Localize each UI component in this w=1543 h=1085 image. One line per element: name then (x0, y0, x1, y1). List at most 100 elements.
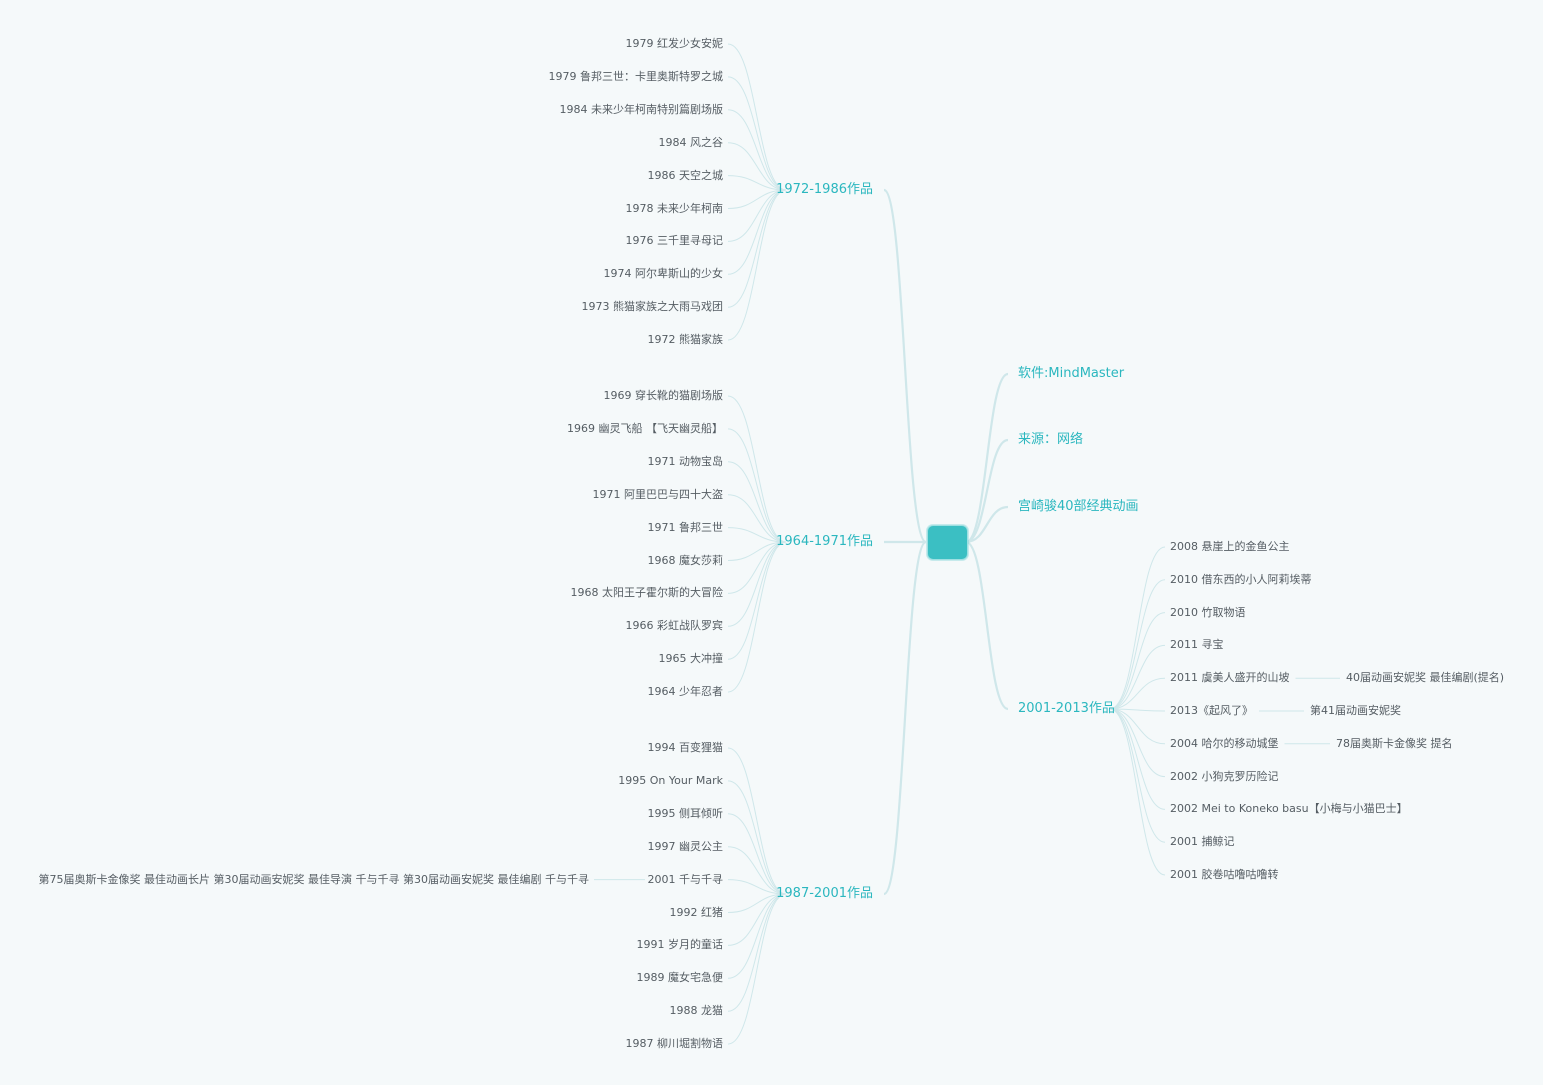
leaf-node[interactable]: 1969 穿长靴的猫剧场版 (603, 389, 724, 402)
leaf-node[interactable]: 1974 阿尔卑斯山的少女 (603, 267, 724, 281)
connector-line (727, 428, 787, 543)
leaf-node[interactable]: 2001 胶卷咕噜咕噜转 (1170, 868, 1279, 881)
connector-line (727, 541, 787, 693)
connector-line (1109, 708, 1166, 810)
connector-line (727, 846, 787, 895)
connector-line (727, 893, 787, 1045)
leaf-node[interactable]: 2010 借东西的小人阿莉埃蒂 (1170, 572, 1312, 586)
leaf-node[interactable]: 1964 少年忍者 (647, 685, 724, 699)
leaf-node[interactable]: 1972 熊猫家族 (647, 333, 724, 347)
leaf-node[interactable]: 1995 On Your Mark (618, 773, 723, 787)
branch-node[interactable]: 软件:MindMaster (1018, 366, 1125, 381)
leaf-node[interactable]: 1966 彩虹战队罗宾 (625, 619, 724, 633)
connector-line (727, 43, 787, 191)
connector-line (1109, 677, 1166, 710)
branch-node[interactable]: 1987-2001作品 (776, 886, 873, 901)
leaf-node[interactable]: 1992 红猪 (669, 905, 724, 919)
leaf-node[interactable]: 2008 悬崖上的金鱼公主 (1170, 540, 1290, 553)
note-node[interactable]: 第75届奥斯卡金像奖 最佳动画长片 第30届动画安妮奖 最佳导演 千与千寻 第3… (38, 872, 589, 886)
connector-line (727, 175, 787, 191)
connector-line (1109, 708, 1166, 712)
connector-line (727, 527, 787, 543)
connector-line (727, 893, 787, 946)
leaf-node[interactable]: 1968 魔女莎莉 (647, 553, 724, 567)
leaf-node[interactable]: 2001 捕鲸记 (1170, 835, 1235, 849)
leaf-node[interactable]: 1984 未来少年柯南特别篇剧场版 (559, 102, 724, 116)
connector-line (1109, 579, 1166, 710)
connector-line (727, 541, 787, 561)
leaf-node[interactable]: 1976 三千里寻母记 (625, 234, 724, 248)
connector-line (727, 189, 787, 209)
leaf-node[interactable]: 1986 天空之城 (647, 168, 724, 182)
connector-line (965, 438, 1009, 544)
connector-line (965, 372, 1009, 544)
leaf-node[interactable]: 2010 竹取物语 (1170, 605, 1246, 619)
leaf-node[interactable]: 2011 虞美人盛开的山坡 (1170, 671, 1290, 685)
connector-line (1109, 708, 1166, 745)
connector-line (1109, 546, 1166, 710)
leaf-node[interactable]: 1978 未来少年柯南 (625, 201, 724, 215)
connector-line (727, 893, 787, 913)
leaf-node[interactable]: 1997 幽灵公主 (647, 839, 724, 853)
leaf-node[interactable]: 1988 龙猫 (669, 1004, 724, 1018)
leaf-node[interactable]: 1995 侧耳倾听 (647, 806, 724, 820)
connector-line (1109, 612, 1166, 710)
leaf-node[interactable]: 1973 熊猫家族之大雨马戏团 (581, 300, 724, 314)
connector-line (727, 189, 787, 242)
connector-line (727, 189, 787, 308)
connector-line (727, 189, 787, 341)
leaf-node[interactable]: 1987 柳川堀割物语 (625, 1037, 724, 1051)
connector-line (727, 395, 787, 543)
leaf-node[interactable]: 2001 千与千寻 (647, 872, 724, 886)
leaf-node[interactable]: 1991 岁月的童话 (636, 938, 724, 952)
connector-line (727, 813, 787, 895)
connector-line (1109, 644, 1166, 710)
leaf-node[interactable]: 2002 小狗克罗历险记 (1170, 769, 1279, 783)
branch-node[interactable]: 来源：网络 (1018, 432, 1084, 447)
connector-line (727, 189, 787, 275)
leaf-node[interactable]: 1971 动物宝岛 (647, 454, 724, 468)
leaf-node[interactable]: 1969 幽灵飞船 【飞天幽灵船】 (567, 421, 723, 435)
leaf-node[interactable]: 2004 哈尔的移动城堡 (1170, 736, 1279, 750)
leaf-node[interactable]: 1968 太阳王子霍尔斯的大冒险 (570, 586, 724, 600)
connector-line (727, 893, 787, 1012)
connector-line (882, 188, 928, 544)
note-node[interactable]: 78届奥斯卡金像奖 提名 (1336, 736, 1453, 750)
connector-line (1109, 708, 1166, 843)
branch-node[interactable]: 2001-2013作品 (1018, 701, 1115, 716)
leaf-node[interactable]: 1979 红发少女安妮 (625, 37, 724, 50)
connector-line (882, 540, 928, 896)
connector-line (727, 780, 787, 895)
root-node[interactable] (927, 525, 968, 560)
branch-node[interactable]: 宫崎骏40部经典动画 (1018, 499, 1139, 514)
leaf-node[interactable]: 1979 鲁邦三世：卡里奥斯特罗之城 (548, 69, 724, 83)
connector-line (727, 494, 787, 543)
note-node[interactable]: 第41届动画安妮奖 (1310, 704, 1401, 717)
connector-line (965, 540, 1009, 711)
connector-line (727, 747, 787, 895)
leaf-node[interactable]: 1984 风之谷 (658, 135, 724, 149)
leaf-node[interactable]: 1994 百变狸猫 (647, 741, 724, 754)
leaf-node[interactable]: 2013《起风了》 (1170, 704, 1253, 717)
connector-line (727, 893, 787, 979)
leaf-node[interactable]: 1971 阿里巴巴与四十大盗 (592, 487, 724, 501)
connector-line (1109, 708, 1166, 778)
leaf-node[interactable]: 1965 大冲撞 (658, 652, 724, 666)
leaf-node[interactable]: 1971 鲁邦三世 (647, 520, 724, 534)
connector-line (727, 142, 787, 191)
connector-line (727, 541, 787, 660)
connector-line (727, 109, 787, 191)
connector-line (965, 505, 1009, 544)
leaf-node[interactable]: 2011 寻宝 (1170, 638, 1224, 652)
branch-node[interactable]: 1972-1986作品 (776, 182, 873, 197)
note-node[interactable]: 40届动画安妮奖 最佳编剧(提名) (1346, 671, 1505, 685)
connector-line (727, 461, 787, 543)
leaf-node[interactable]: 2002 Mei to Koneko basu【小梅与小猫巴士】 (1170, 802, 1408, 816)
connector-line (727, 541, 787, 594)
branch-node[interactable]: 1964-1971作品 (776, 534, 873, 549)
connector-line (727, 76, 787, 191)
connector-line (1109, 708, 1166, 876)
leaf-node[interactable]: 1989 魔女宅急便 (636, 971, 724, 985)
